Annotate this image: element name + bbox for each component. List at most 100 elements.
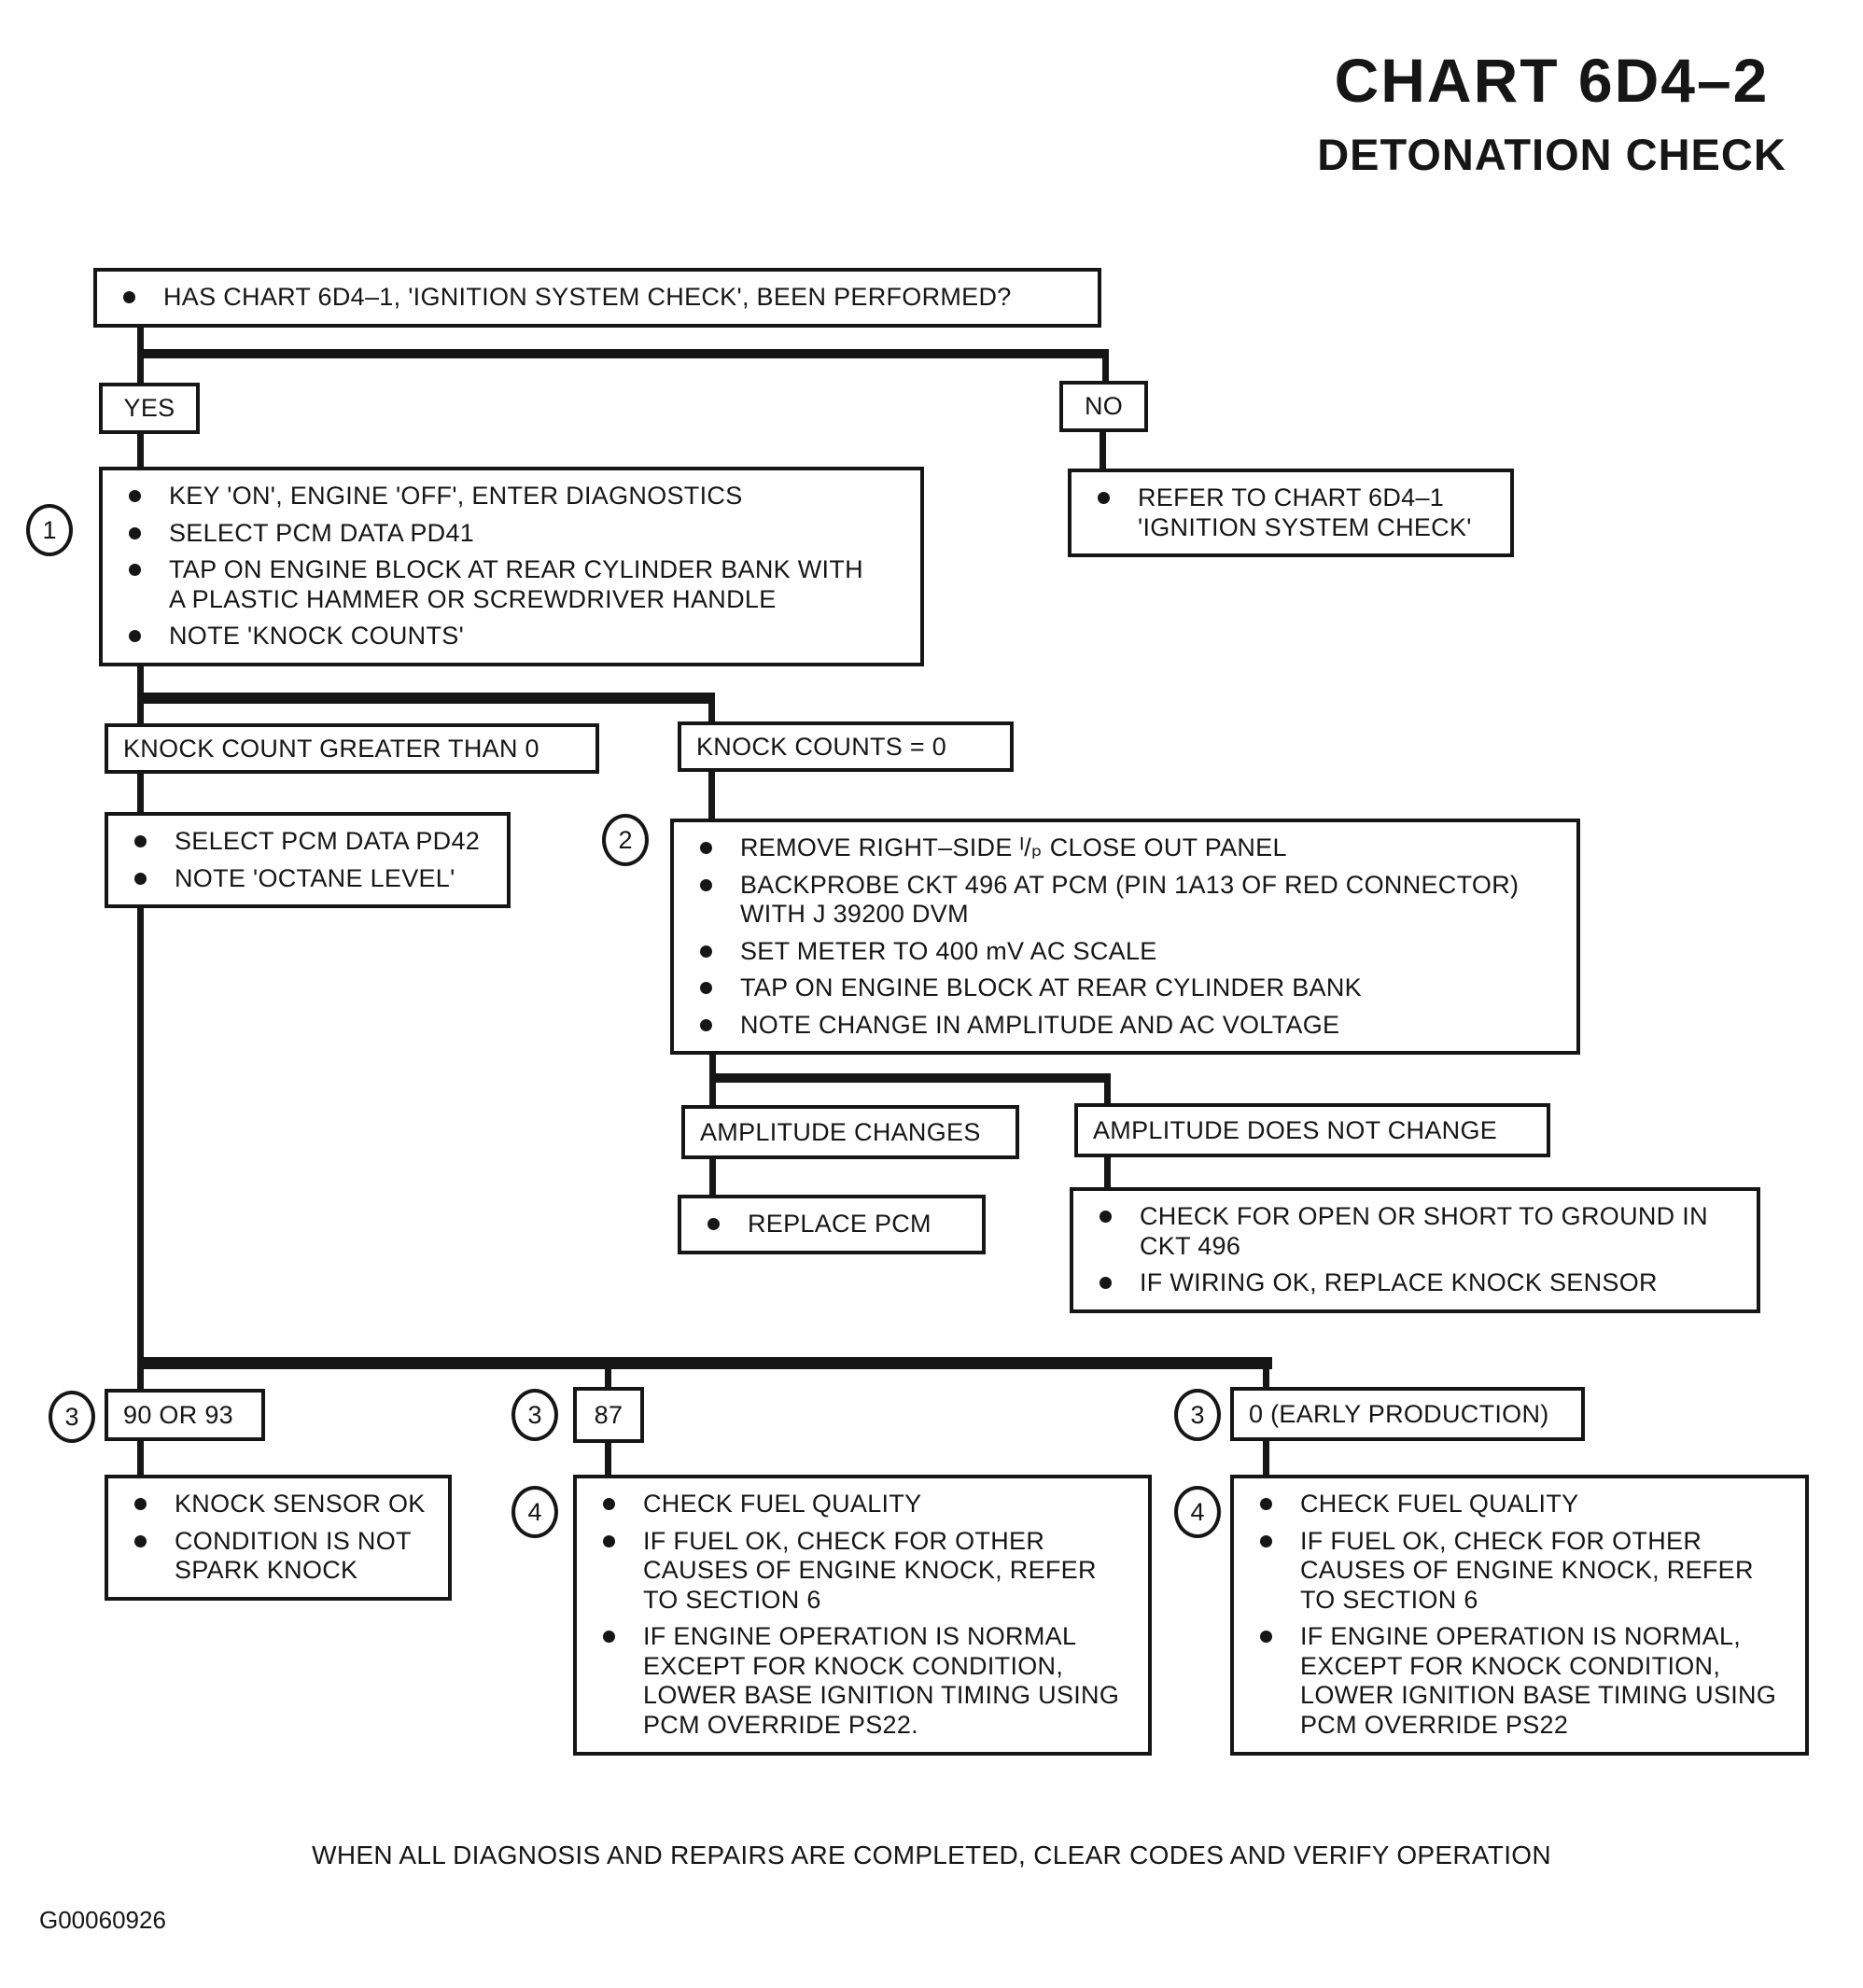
connector-line — [1263, 1435, 1269, 1478]
note-badge-3-left: 3 — [49, 1391, 95, 1443]
step2-item: REMOVE RIGHT–SIDE ᴵ/ₚ CLOSE OUT PANEL — [740, 833, 1287, 861]
step-badge-1: 1 — [26, 504, 73, 556]
connector-line — [709, 1154, 716, 1198]
connector-line — [1100, 427, 1106, 472]
bullet-icon — [134, 872, 147, 885]
octane-90-93-box: 90 OR 93 — [105, 1389, 265, 1441]
octane-87-label: 87 — [594, 1400, 623, 1429]
octane-0-early-label: 0 (EARLY PRODUCTION) — [1249, 1399, 1549, 1428]
step2-box: REMOVE RIGHT–SIDE ᴵ/ₚ CLOSE OUT PANEL BA… — [670, 819, 1580, 1056]
bullet-icon — [1098, 492, 1110, 504]
note-badge-3-number: 3 — [64, 1402, 79, 1431]
connector-line — [605, 1437, 611, 1478]
yes-label-box: YES — [99, 383, 200, 434]
connector-line — [709, 1073, 1111, 1083]
amplitude-changes-label: AMPLITUDE CHANGES — [700, 1117, 981, 1146]
connector-line — [137, 427, 144, 470]
step2-item: NOTE CHANGE IN AMPLITUDE AND AC VOLTAGE — [740, 1010, 1340, 1039]
step1-item: SELECT PCM DATA PD41 — [169, 518, 475, 547]
connector-line — [137, 700, 144, 727]
bullet-icon — [700, 878, 712, 891]
octane-90-93-label: 90 OR 93 — [123, 1400, 233, 1429]
connector-line — [137, 765, 144, 816]
no-label: NO — [1084, 392, 1124, 420]
amplitude-does-not-change-box: AMPLITUDE DOES NOT CHANGE — [1074, 1103, 1550, 1157]
bullet-icon — [603, 1631, 615, 1644]
fuel-quality-0-box: CHECK FUEL QUALITY IF FUEL OK, CHECK FOR… — [1230, 1475, 1809, 1756]
bullet-icon — [603, 1498, 615, 1510]
octane-0-early-box: 0 (EARLY PRODUCTION) — [1230, 1387, 1585, 1441]
note-badge-3-number: 3 — [527, 1400, 542, 1429]
pd42-item: NOTE 'OCTANE LEVEL' — [175, 863, 455, 892]
connector-line — [137, 693, 715, 704]
bullet-icon — [134, 1534, 147, 1547]
note-badge-3-number: 3 — [1190, 1400, 1205, 1429]
connector-line — [1104, 1079, 1111, 1107]
chart-title: CHART 6D4–2 — [1334, 46, 1770, 115]
step1-item: KEY 'ON', ENGINE 'OFF', ENTER DIAGNOSTIC… — [169, 482, 743, 510]
connector-line — [1102, 355, 1109, 385]
note-badge-3-middle: 3 — [511, 1389, 558, 1441]
knock-counts-0-label: KNOCK COUNTS = 0 — [696, 732, 947, 761]
bullet-icon — [129, 564, 141, 577]
connector-line — [137, 313, 144, 355]
step1-box: KEY 'ON', ENGINE 'OFF', ENTER DIAGNOSTIC… — [99, 467, 924, 666]
bullet-icon — [129, 526, 141, 539]
note-badge-3-right: 3 — [1174, 1389, 1221, 1441]
bullet-icon — [129, 490, 141, 502]
step-badge-2: 2 — [602, 814, 649, 866]
fuel-quality-0-item: IF FUEL OK, CHECK FOR OTHER CAUSES OF EN… — [1300, 1526, 1754, 1614]
bullet-icon — [707, 1218, 720, 1230]
bullet-icon — [134, 835, 147, 847]
bullet-icon — [700, 1018, 712, 1031]
fuel-quality-87-item: IF FUEL OK, CHECK FOR OTHER CAUSES OF EN… — [643, 1526, 1097, 1614]
pd42-box: SELECT PCM DATA PD42 NOTE 'OCTANE LEVEL' — [105, 812, 511, 909]
amplitude-changes-box: AMPLITUDE CHANGES — [681, 1105, 1019, 1159]
fuel-quality-0-item: CHECK FUEL QUALITY — [1300, 1490, 1579, 1518]
connector-line — [708, 763, 715, 822]
connector-line — [1263, 1367, 1269, 1391]
connector-line — [137, 1357, 1272, 1369]
step2-item: BACKPROBE CKT 496 AT PCM (PIN 1A13 OF RE… — [740, 870, 1520, 929]
fuel-quality-87-item: CHECK FUEL QUALITY — [643, 1490, 922, 1518]
bullet-icon — [129, 630, 141, 643]
no-label-box: NO — [1059, 381, 1148, 432]
step1-item: TAP ON ENGINE BLOCK AT REAR CYLINDER BAN… — [169, 555, 863, 613]
bullet-icon — [700, 842, 712, 854]
bullet-icon — [123, 291, 135, 303]
step-badge-2-number: 2 — [618, 825, 633, 854]
knock-count-gt0-box: KNOCK COUNT GREATER THAN 0 — [105, 723, 599, 774]
fuel-quality-87-box: CHECK FUEL QUALITY IF FUEL OK, CHECK FOR… — [573, 1475, 1152, 1756]
bullet-icon — [1100, 1211, 1112, 1223]
refer-chart-text: REFER TO CHART 6D4–1 'IGNITION SYSTEM CH… — [1138, 483, 1472, 541]
chart-subtitle: DETONATION CHECK — [1317, 130, 1786, 179]
knock-sensor-ok-item: CONDITION IS NOT SPARK KNOCK — [175, 1526, 412, 1585]
connector-line — [137, 644, 144, 696]
bullet-icon — [1100, 1277, 1112, 1290]
connector-line — [137, 349, 1109, 358]
step2-item: TAP ON ENGINE BLOCK AT REAR CYLINDER BAN… — [740, 973, 1362, 1002]
octane-87-box: 87 — [573, 1387, 644, 1443]
check-ckt496-item: CHECK FOR OPEN OR SHORT TO GROUND IN CKT… — [1140, 1202, 1708, 1260]
bullet-icon — [700, 982, 712, 995]
connector-line — [709, 1079, 716, 1109]
question-box: HAS CHART 6D4–1, 'IGNITION SYSTEM CHECK'… — [93, 268, 1101, 328]
question-text: HAS CHART 6D4–1, 'IGNITION SYSTEM CHECK'… — [163, 283, 1012, 311]
connector-line — [708, 700, 715, 725]
pd42-item: SELECT PCM DATA PD42 — [175, 827, 481, 855]
check-ckt496-box: CHECK FOR OPEN OR SHORT TO GROUND IN CKT… — [1070, 1187, 1760, 1313]
bullet-icon — [700, 945, 712, 958]
figure-id: G00060926 — [39, 1906, 166, 1934]
note-badge-4-number: 4 — [1190, 1497, 1205, 1526]
fuel-quality-87-item: IF ENGINE OPERATION IS NORMAL EXCEPT FOR… — [643, 1622, 1120, 1740]
step1-item: NOTE 'KNOCK COUNTS' — [169, 622, 465, 651]
yes-label: YES — [123, 394, 175, 422]
connector-line — [137, 1367, 144, 1393]
step2-item: SET METER TO 400 mV AC SCALE — [740, 936, 1157, 965]
note-badge-4-number: 4 — [527, 1497, 542, 1526]
bullet-icon — [134, 1498, 147, 1510]
connector-line — [605, 1367, 611, 1391]
completion-note: WHEN ALL DIAGNOSIS AND REPAIRS ARE COMPL… — [312, 1841, 1551, 1869]
refer-chart-box: REFER TO CHART 6D4–1 'IGNITION SYSTEM CH… — [1068, 469, 1514, 558]
knock-sensor-ok-item: KNOCK SENSOR OK — [175, 1490, 426, 1518]
